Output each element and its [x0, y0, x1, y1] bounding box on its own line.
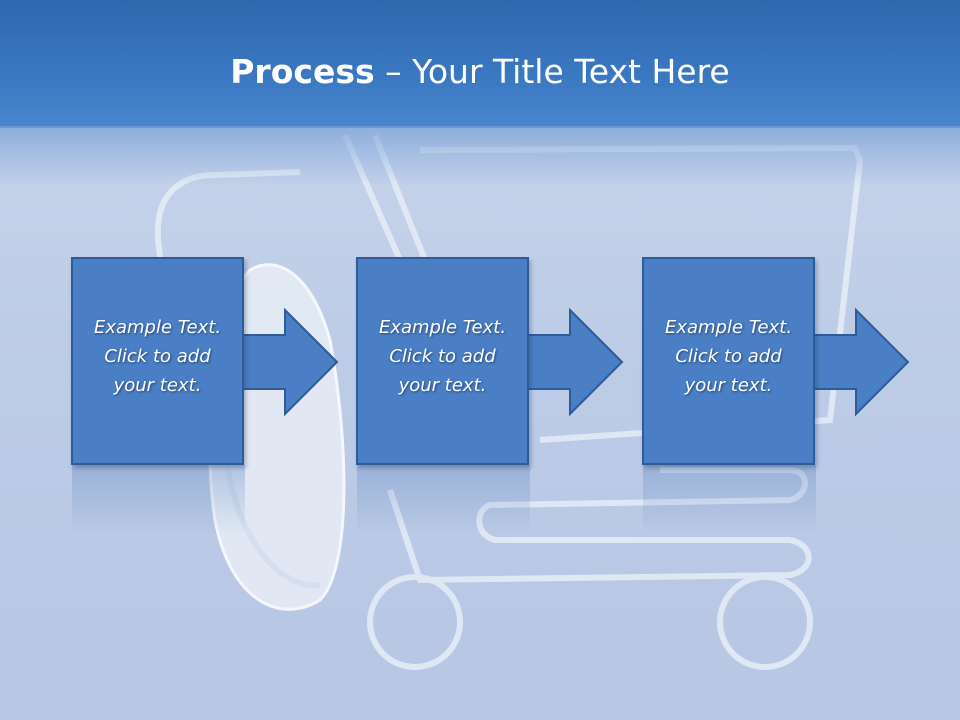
step-2-box[interactable]: Example Text. Click to add your text. [356, 257, 529, 465]
step-2-reflection [357, 465, 530, 535]
title-bar-fade [0, 126, 960, 186]
step-3-text: Example Text. Click to add your text. [644, 313, 813, 400]
step-2-line-3: your text. [398, 375, 487, 396]
step-2-arrow [528, 308, 624, 416]
title-bar [0, 0, 960, 128]
step-3-line-3: your text. [684, 375, 773, 396]
slide-title-bold: Process [230, 52, 375, 91]
step-1-line-1: Example Text. [93, 317, 222, 338]
slide-title[interactable]: Process – Your Title Text Here [0, 52, 960, 91]
step-1-line-3: your text. [113, 375, 202, 396]
slide-title-rest: – Your Title Text Here [374, 52, 730, 91]
step-3-arrow [814, 308, 910, 416]
step-1-reflection [72, 465, 245, 535]
step-2-line-1: Example Text. [378, 317, 507, 338]
step-2-text: Example Text. Click to add your text. [358, 313, 527, 400]
step-3-line-1: Example Text. [664, 317, 793, 338]
step-1-text: Example Text. Click to add your text. [73, 313, 242, 400]
step-3-box[interactable]: Example Text. Click to add your text. [642, 257, 815, 465]
step-3-reflection [643, 465, 816, 535]
step-1-box[interactable]: Example Text. Click to add your text. [71, 257, 244, 465]
step-1-line-2: Click to add [104, 346, 211, 367]
step-3-line-2: Click to add [675, 346, 782, 367]
step-1-arrow [243, 308, 339, 416]
step-2-line-2: Click to add [389, 346, 496, 367]
